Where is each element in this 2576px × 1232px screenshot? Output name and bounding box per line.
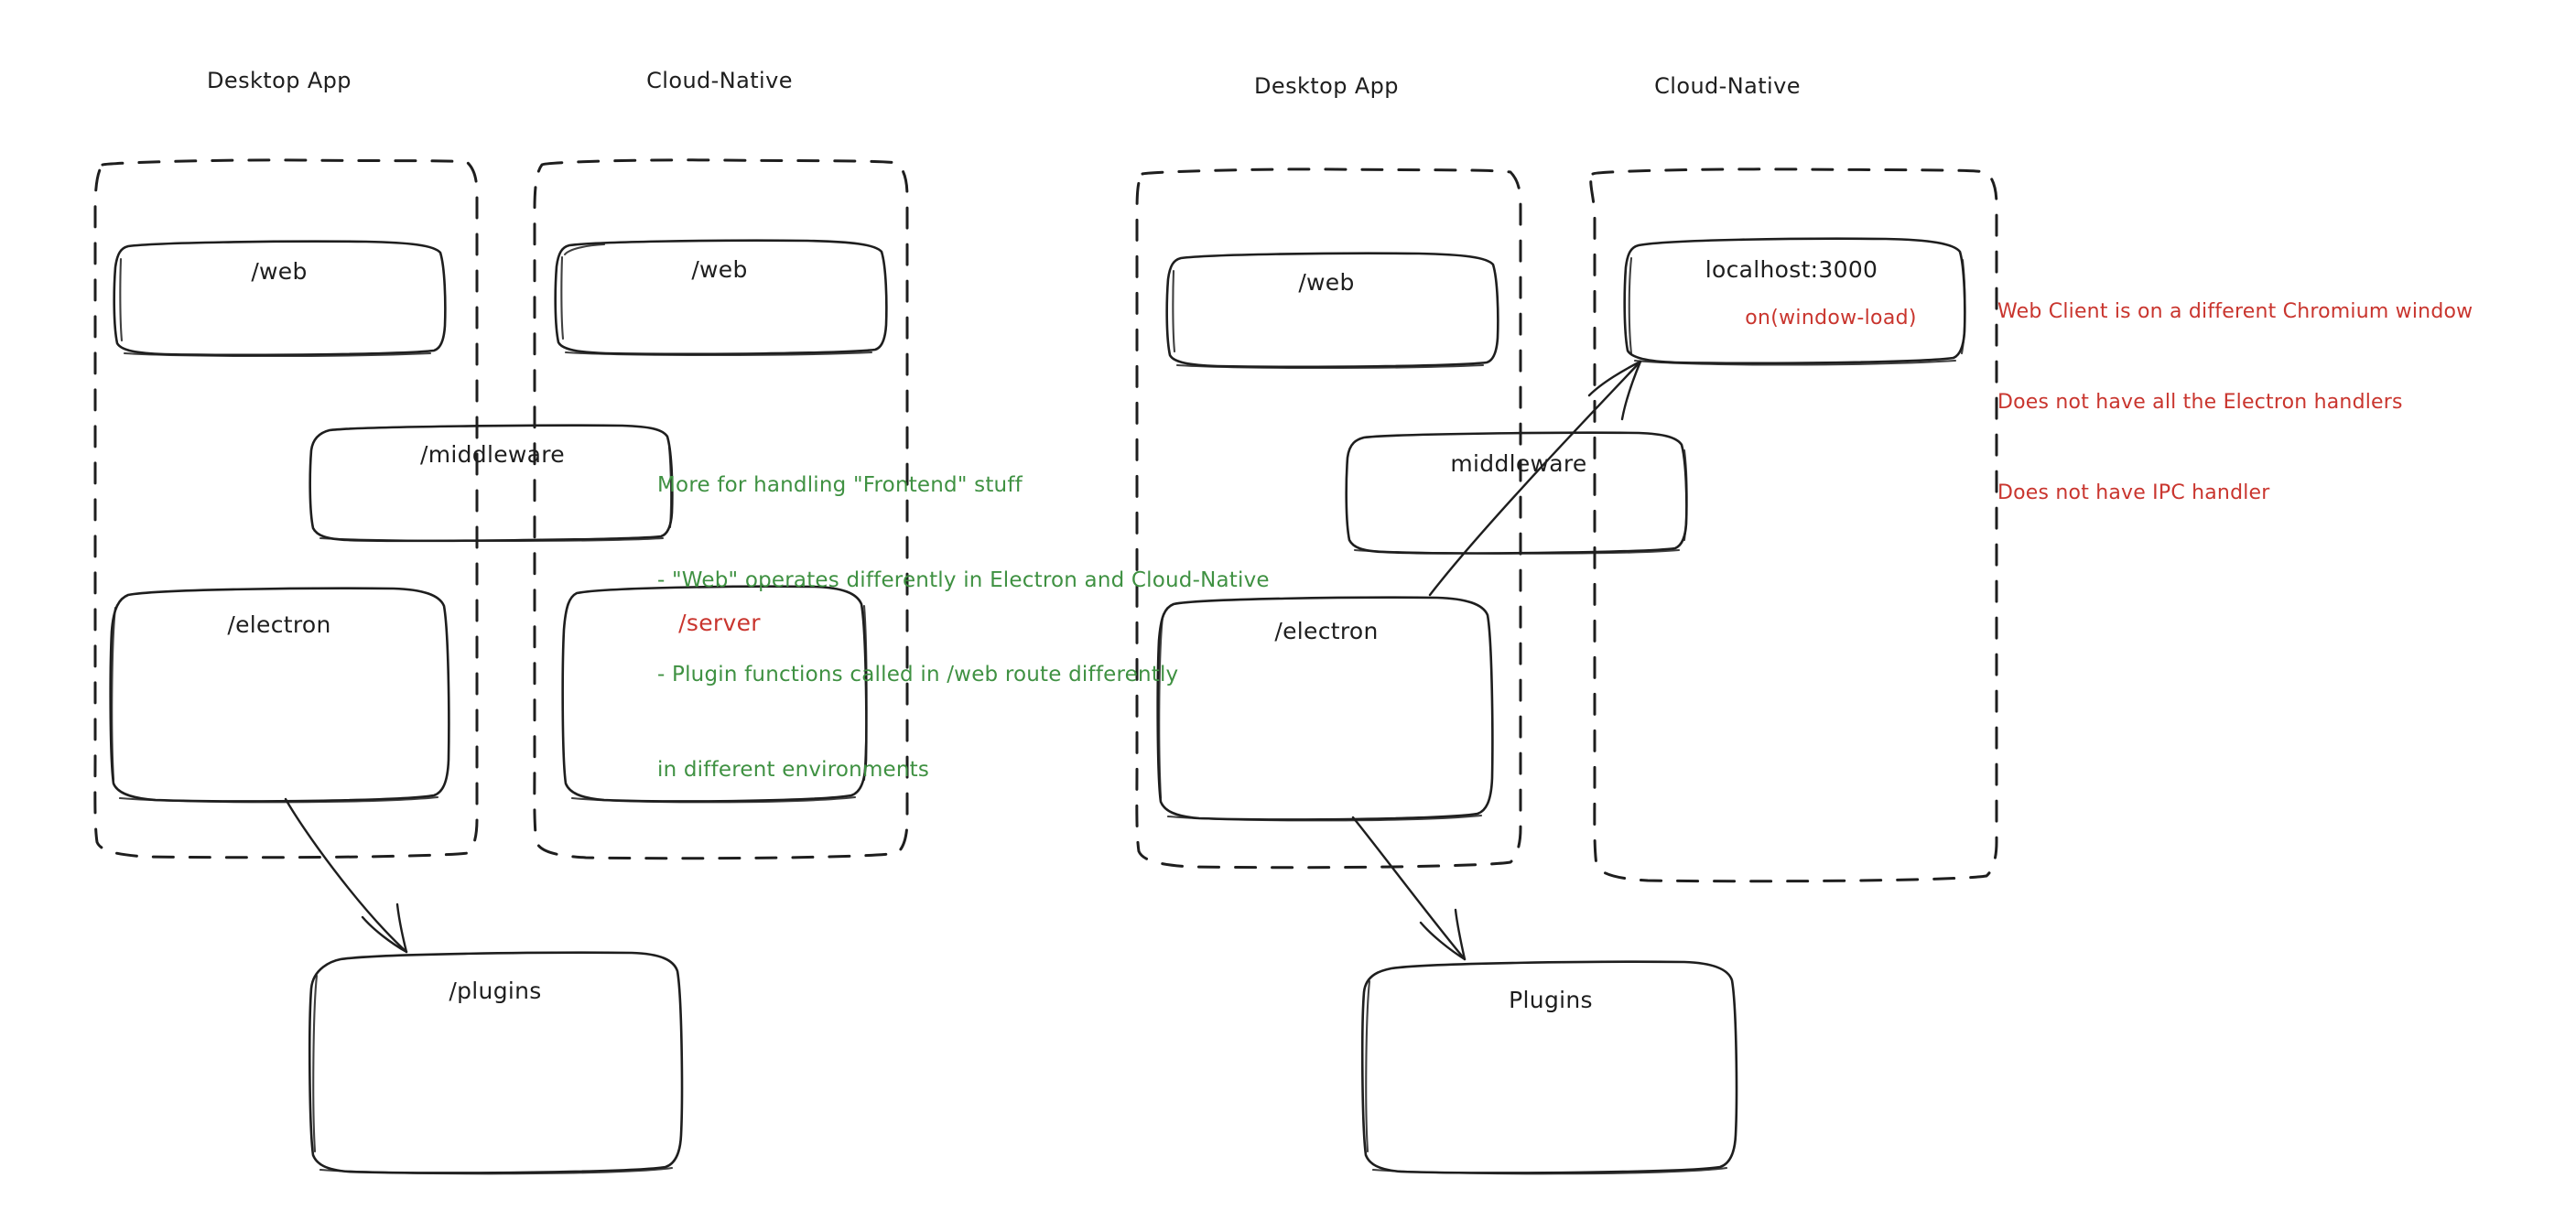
right-desktop-app-title: Desktop App <box>1254 73 1399 99</box>
green-annotation-line-2: - "Web" operates differently in Electron… <box>657 567 1270 592</box>
right-cloud-native-title: Cloud-Native <box>1654 73 1801 99</box>
left-middleware-box <box>308 424 674 543</box>
left-arrow-electron-to-plugins <box>284 797 408 954</box>
right-cloud-native-container <box>1589 168 1998 883</box>
green-annotation-line-3: - Plugin functions called in /web route … <box>657 663 1179 686</box>
green-annotation: More for handling "Frontend" stuff - "We… <box>657 406 1270 848</box>
left-plugins-label: /plugins <box>449 978 542 1004</box>
right-localhost-box <box>1623 237 1966 366</box>
left-server-label: /server <box>678 610 761 636</box>
left-desktop-app-container <box>93 158 479 859</box>
left-electron-label: /electron <box>227 611 331 638</box>
right-plugins-label: Plugins <box>1509 987 1593 1013</box>
left-web-desktop-label: /web <box>251 258 308 285</box>
red-annotation-line-3: Does not have IPC handler <box>1997 481 2270 504</box>
green-annotation-line-1: More for handling "Frontend" stuff <box>657 473 1023 497</box>
right-middleware-label: middleware <box>1450 450 1587 477</box>
left-web-desktop-box <box>113 240 447 358</box>
right-arrow-electron-to-plugins <box>1351 816 1467 961</box>
left-cloud-native-container <box>533 158 909 860</box>
right-web-desktop-box <box>1165 252 1499 370</box>
right-electron-box <box>1156 596 1494 822</box>
green-annotation-line-4: in different environments <box>657 757 930 782</box>
left-web-cloud-label: /web <box>691 256 748 283</box>
red-annotation-line-2: Does not have all the Electron handlers <box>1997 391 2403 414</box>
left-plugins-box <box>308 951 684 1175</box>
right-web-desktop-label: /web <box>1298 269 1355 296</box>
left-cloud-native-title: Cloud-Native <box>646 68 793 93</box>
left-middleware-label: /middleware <box>420 441 565 468</box>
right-middleware-box <box>1345 431 1688 555</box>
right-electron-label: /electron <box>1274 618 1379 644</box>
left-desktop-app-title: Desktop App <box>207 68 352 93</box>
red-annotation: Web Client is on a different Chromium wi… <box>1997 236 2473 568</box>
right-localhost-sublabel: on(window-load) <box>1745 307 1917 330</box>
right-plugins-box <box>1360 960 1738 1175</box>
right-localhost-label: localhost:3000 <box>1705 256 1878 283</box>
left-server-box <box>561 585 868 804</box>
left-electron-box <box>109 587 450 804</box>
red-annotation-line-1: Web Client is on a different Chromium wi… <box>1997 300 2473 323</box>
right-desktop-app-container <box>1135 168 1522 870</box>
right-arrow-electron-to-localhost <box>1428 360 1642 597</box>
left-web-cloud-box <box>554 239 888 357</box>
